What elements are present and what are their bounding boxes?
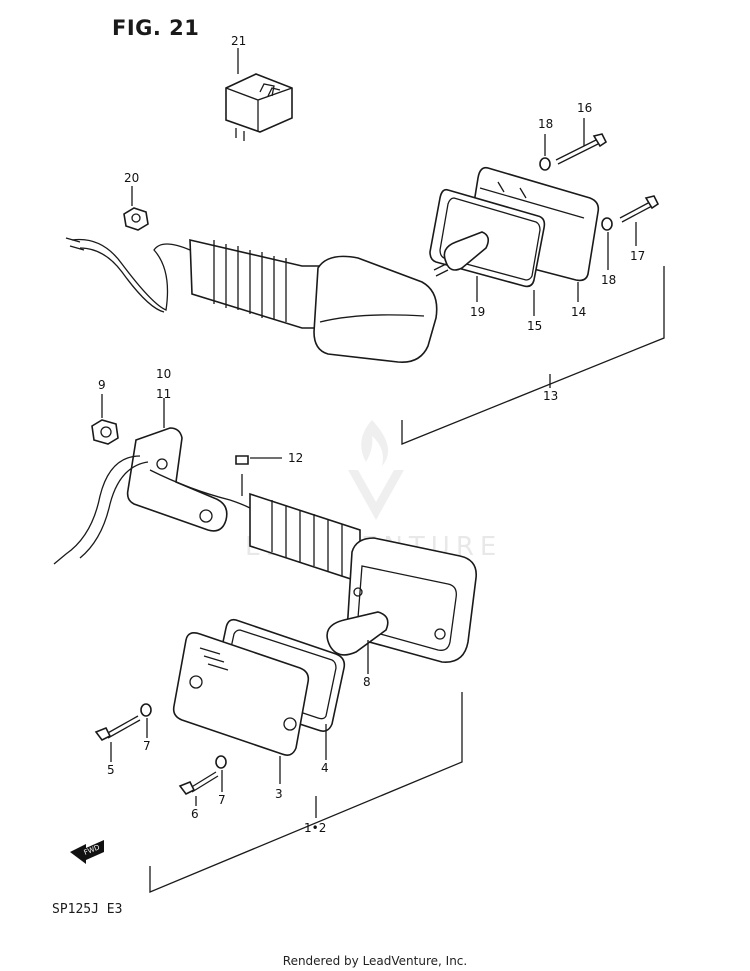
part-11-bracket: [126, 427, 228, 532]
callout-14: 14: [571, 305, 586, 319]
callout-10: 10: [156, 367, 171, 381]
part-18-washer: [539, 157, 551, 171]
callout-6: 6: [191, 807, 199, 821]
callout-13: 13: [543, 389, 558, 403]
callout-15: 15: [527, 319, 542, 333]
callout-20: 20: [124, 171, 139, 185]
part-3-lens: [172, 632, 310, 756]
part-16-screw: [555, 133, 608, 165]
part-21-relay: [225, 73, 293, 141]
part-20-nut: [123, 207, 149, 231]
part-6-screw: [178, 771, 219, 796]
upper-turn-signal: [65, 237, 438, 363]
callout-3: 3: [275, 787, 283, 801]
callout-17: 17: [630, 249, 645, 263]
callout-12: 12: [288, 451, 303, 465]
part-7-washer: [215, 755, 227, 769]
callout-1-2: 1•2: [304, 821, 326, 835]
model-code: SP125J E3: [52, 902, 123, 917]
part-5-screw: [94, 715, 141, 742]
fwd-arrow-icon: FWD: [70, 840, 104, 864]
part-8-bulb: [326, 611, 389, 656]
callout-4: 4: [321, 761, 329, 775]
callout-7: 7: [218, 793, 226, 807]
bracket-1-2: [149, 692, 463, 893]
part-18-washer: [601, 217, 613, 231]
callout-8: 8: [363, 675, 371, 689]
part-17-screw: [619, 195, 660, 223]
callout-18: 18: [601, 273, 616, 287]
callout-19: 19: [470, 305, 485, 319]
part-19-bulb: [433, 231, 490, 277]
callout-11: 11: [156, 387, 171, 401]
part-7-washer: [140, 703, 152, 717]
part-9-nut: [91, 419, 119, 445]
footer-credit: Rendered by LeadVenture, Inc.: [282, 954, 468, 968]
callout-21: 21: [231, 34, 246, 48]
callout-5: 5: [107, 763, 115, 777]
bracket-13: [401, 266, 665, 445]
part-12-screw: [235, 455, 249, 496]
callout-16: 16: [577, 101, 592, 115]
figure-title: FIG. 21: [112, 16, 200, 40]
callout-9: 9: [98, 378, 106, 392]
callout-18: 18: [538, 117, 553, 131]
callout-7: 7: [143, 739, 151, 753]
